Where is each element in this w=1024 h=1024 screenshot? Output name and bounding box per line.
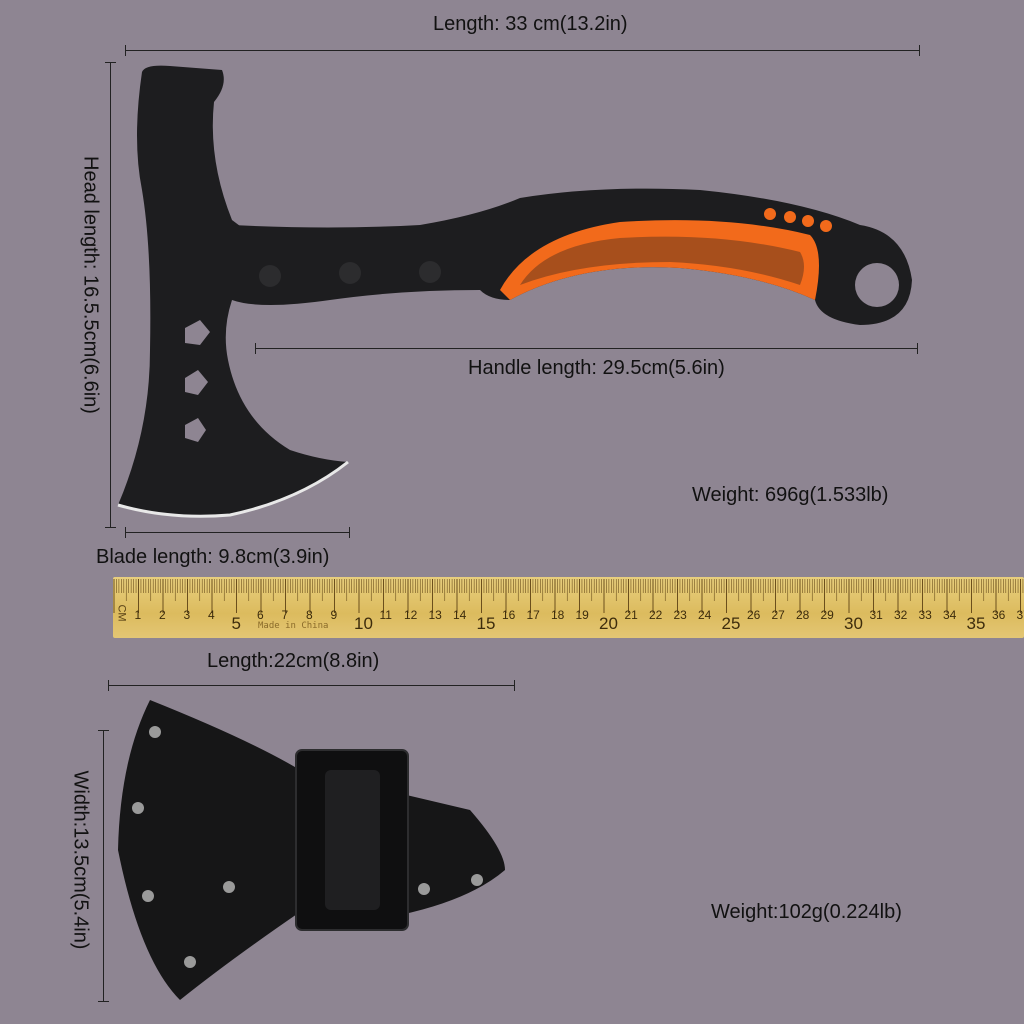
ruler-number: 20 <box>599 614 618 633</box>
ruler-number: 25 <box>722 614 741 633</box>
ruler-number: 37 <box>1017 608 1024 622</box>
ruler-number: 12 <box>404 608 418 622</box>
ruler-number: 7 <box>282 608 289 622</box>
ruler-number: 3 <box>184 608 191 622</box>
ruler-number: 28 <box>796 608 810 622</box>
ruler-number: 23 <box>674 608 688 622</box>
axe-weight-label: Weight: 696g(1.533lb) <box>692 484 889 506</box>
blade-length-label: Blade length: 9.8cm(3.9in) <box>96 546 330 568</box>
ruler-number: 32 <box>894 608 908 622</box>
ruler-number: 4 <box>208 608 215 622</box>
ruler-number: 6 <box>257 608 264 622</box>
axe-length-label: Length: 33 cm(13.2in) <box>433 13 628 35</box>
sheath-length-line <box>108 680 515 691</box>
sheath-width-line <box>98 730 109 1002</box>
ruler-number: 19 <box>576 608 590 622</box>
axe-handle <box>232 188 912 325</box>
ruler-number: 9 <box>331 608 338 622</box>
ruler-number: 5 <box>232 614 241 633</box>
ruler-unit-label: CM <box>115 604 128 622</box>
ruler-number: 24 <box>698 608 712 622</box>
blade-length-line <box>125 527 350 538</box>
ruler-number: 13 <box>429 608 443 622</box>
ruler-number: 31 <box>870 608 884 622</box>
axe-head <box>117 65 349 518</box>
ruler-number: 10 <box>354 614 373 633</box>
ruler-number: 15 <box>477 614 496 633</box>
ruler-number: 30 <box>844 614 863 633</box>
ruler-number: 27 <box>772 608 786 622</box>
ruler-number: 26 <box>747 608 761 622</box>
ruler-imprint: Made in China <box>258 621 329 631</box>
ruler-number: 21 <box>625 608 639 622</box>
ruler-number: 11 <box>380 608 393 622</box>
sheath-image <box>118 700 505 1000</box>
ruler-number: 8 <box>306 608 313 622</box>
sheath-length-label: Length:22cm(8.8in) <box>207 650 380 672</box>
ruler-number: 33 <box>919 608 933 622</box>
ruler-number: 18 <box>551 608 565 622</box>
sheath-weight-label: Weight:102g(0.224lb) <box>711 901 902 923</box>
handle-length-label: Handle length: 29.5cm(5.6in) <box>468 357 725 379</box>
ruler-number: 1 <box>135 608 142 622</box>
ruler-number: 35 <box>967 614 986 633</box>
ruler-number: 34 <box>943 608 957 622</box>
ruler-number: 22 <box>649 608 663 622</box>
ruler-number: 14 <box>453 608 467 622</box>
ruler-number: 29 <box>821 608 835 622</box>
ruler-number: 16 <box>502 608 516 622</box>
head-length-line <box>105 62 116 528</box>
ruler-number: 2 <box>159 608 166 622</box>
sheath-width-label: Width:13.5cm(5.4in) <box>69 770 92 950</box>
axe-length-line <box>125 45 920 56</box>
handle-length-line <box>255 343 918 354</box>
ruler-number: 17 <box>527 608 541 622</box>
ruler-number: 36 <box>992 608 1006 622</box>
